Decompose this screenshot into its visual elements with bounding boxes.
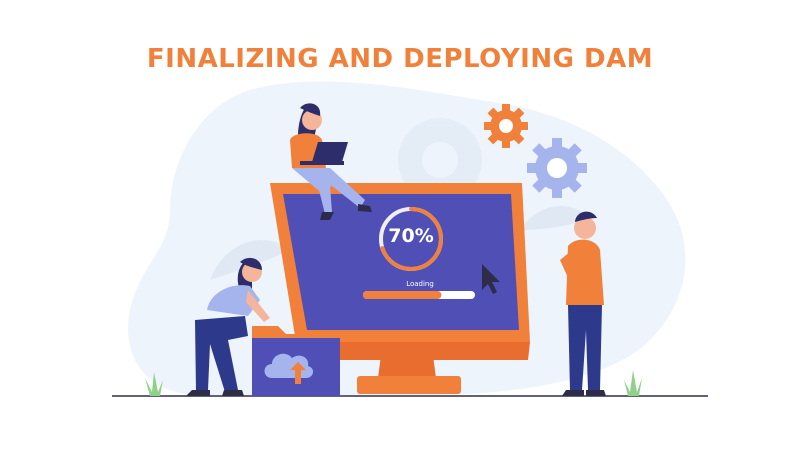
cloud-upload-icon — [264, 353, 314, 384]
gear-icon — [527, 138, 587, 198]
gear-icon — [484, 104, 528, 148]
loading-bar — [363, 291, 475, 299]
loading-label: Loading — [406, 280, 434, 288]
folder-icon — [252, 326, 340, 396]
cursor-icon — [482, 264, 500, 294]
woman-with-folder — [186, 257, 270, 396]
grass-icon — [145, 370, 642, 396]
woman-with-laptop — [290, 103, 372, 220]
laptop-icon — [300, 142, 348, 165]
progress-ring — [379, 207, 443, 271]
background-leaf — [520, 206, 590, 230]
man-standing — [560, 211, 606, 396]
background-gear-icon — [398, 118, 482, 202]
progress-percent: 70% — [388, 225, 434, 247]
page-title: FINALIZING AND DEPLOYING DAM — [146, 44, 654, 74]
